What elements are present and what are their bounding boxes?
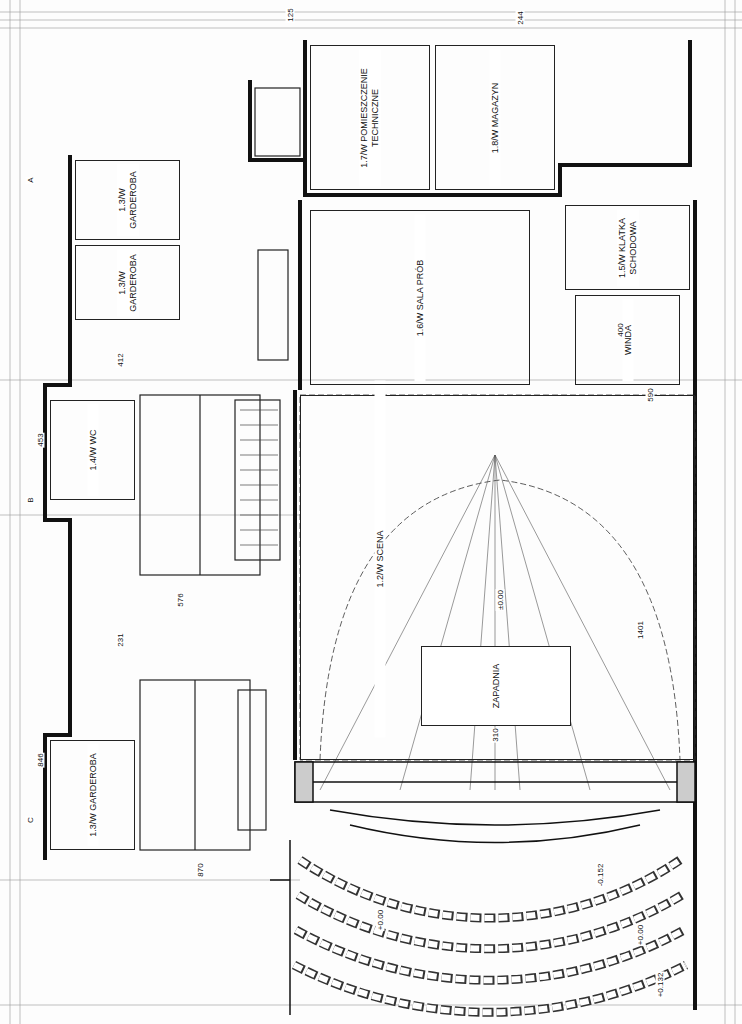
room-label: 1.4/W WC — [87, 404, 98, 496]
room-outline: 1.8/W MAGAZYN — [435, 45, 555, 190]
dimension-label: 870 — [196, 862, 205, 877]
room-outline: 1.3/W GARDEROBA — [50, 740, 135, 850]
room-label: ZAPADNIA — [491, 650, 502, 722]
room-outline: ZAPADNIA — [421, 646, 571, 726]
room-label: 1.7/W POMIESZCZENIE TECHNICZNE — [359, 49, 381, 186]
dimension-label: +0.132 — [656, 972, 665, 999]
dimension-label: 125 — [286, 7, 295, 22]
dimension-label: -0.152 — [596, 863, 605, 888]
dimension-label: +0.00 — [636, 924, 645, 946]
room-outline: WINDA — [575, 295, 680, 385]
room-label: 1.3/W GARDEROBA — [117, 249, 139, 316]
dimension-label: 400 — [616, 322, 625, 337]
dimension-label: 310 — [491, 727, 500, 742]
dimension-label: 590 — [646, 387, 655, 402]
room-outline: 1.4/W WC — [50, 400, 135, 500]
dimension-label: +0.00 — [376, 909, 385, 931]
dimension-label: ±0.00 — [496, 589, 505, 611]
dimension-label: 412 — [116, 352, 125, 367]
room-outline: 1.5/W KLATKA SCHODOWA — [565, 205, 690, 290]
grid-axis-label: B — [26, 496, 35, 503]
room-label: 1.6/W SALA PRÓB — [415, 214, 426, 381]
dimension-label: 244 — [516, 10, 525, 25]
room-outline: 1.3/W GARDEROBA — [75, 160, 180, 240]
room-outline: 1.3/W GARDEROBA — [75, 245, 180, 320]
room-label: 1.3/W GARDEROBA — [87, 744, 98, 846]
room-label: WINDA — [622, 299, 633, 381]
room-outline: 1.6/W SALA PRÓB — [310, 210, 530, 385]
dimension-label: 1401 — [636, 620, 645, 640]
dimension-label: 231 — [116, 632, 125, 647]
room-label: 1.5/W KLATKA SCHODOWA — [617, 209, 639, 286]
room-outline: 1.7/W POMIESZCZENIE TECHNICZNE — [310, 45, 430, 190]
dimension-label: 846 — [36, 752, 45, 767]
dimension-label: 453 — [36, 432, 45, 447]
room-label: 1.8/W MAGAZYN — [490, 49, 501, 186]
grid-axis-label: A — [26, 176, 35, 183]
room-label: 1.2/W SCENA — [374, 381, 385, 738]
dimension-label: 576 — [176, 592, 185, 607]
grid-axis-label: C — [26, 816, 35, 824]
room-outline: 1.2/W SCENAZAPADNIA — [300, 395, 695, 760]
room-label: 1.3/W GARDEROBA — [117, 164, 139, 236]
